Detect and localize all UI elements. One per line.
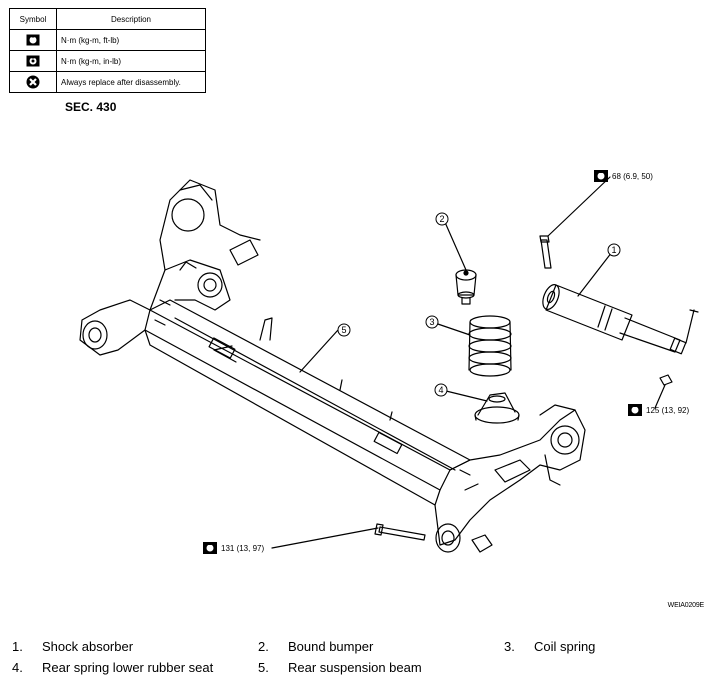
callout-1: 1 xyxy=(607,243,621,257)
part-item: 5. Rear suspension beam xyxy=(258,660,422,675)
legend-table: Symbol Description N·m (kg-m, ft-lb) N·m… xyxy=(9,8,206,93)
arm-bolt-drawing xyxy=(374,523,426,541)
figure-code: WEIA0209E xyxy=(667,602,705,609)
part-number: 1. xyxy=(12,639,23,654)
torque-label-top: 68 (6.9, 50) xyxy=(612,172,653,181)
torque-symbol-top-icon xyxy=(594,170,608,182)
part-number: 4. xyxy=(12,660,23,675)
torque-wrench-small-icon xyxy=(26,55,40,67)
callout-5: 5 xyxy=(337,323,351,337)
part-item: 1. Shock absorber xyxy=(12,639,133,654)
torque-label-right: 125 (13, 92) xyxy=(646,406,689,415)
svg-text:3: 3 xyxy=(429,317,434,327)
svg-text:4: 4 xyxy=(438,385,443,395)
part-item: 3. Coil spring xyxy=(504,639,595,654)
left-trailing-arm-drawing xyxy=(79,179,261,356)
part-name: Coil spring xyxy=(534,639,596,654)
svg-text:2: 2 xyxy=(439,214,444,224)
suspension-beam-drawing xyxy=(144,299,471,506)
legend-header-row: Symbol Description xyxy=(9,8,206,30)
lower-rubber-seat-drawing xyxy=(474,392,520,424)
part-name: Rear suspension beam xyxy=(288,660,422,675)
legend-row: Always replace after disassembly. xyxy=(9,71,206,93)
part-name: Bound bumper xyxy=(288,639,374,654)
shock-absorber-drawing xyxy=(542,284,699,355)
svg-text:1: 1 xyxy=(611,245,616,255)
section-label: SEC. 430 xyxy=(65,100,117,114)
coil-spring-drawing xyxy=(468,315,512,377)
part-number: 2. xyxy=(258,639,269,654)
torque-label-bottom: 131 (13, 97) xyxy=(221,544,264,553)
part-item: 4. Rear spring lower rubber seat xyxy=(12,660,213,675)
part-number: 3. xyxy=(504,639,515,654)
part-number: 5. xyxy=(258,660,269,675)
part-item: 2. Bound bumper xyxy=(258,639,373,654)
torque-symbol-bottom-icon xyxy=(203,542,217,554)
right-trailing-arm-drawing xyxy=(434,404,586,553)
callout-2: 2 xyxy=(435,212,449,226)
shock-upper-bolt-drawing xyxy=(539,235,552,269)
svg-text:5: 5 xyxy=(341,325,346,335)
torque-symbol-right-icon xyxy=(628,404,642,416)
bound-bumper-drawing xyxy=(455,269,477,305)
callout-4: 4 xyxy=(434,383,448,397)
torque-wrench-icon xyxy=(26,34,40,46)
part-name: Rear spring lower rubber seat xyxy=(42,660,214,675)
callout-3: 3 xyxy=(425,315,439,329)
legend-description: Always replace after disassembly. xyxy=(56,71,206,93)
shock-lower-nut-drawing xyxy=(659,374,673,386)
part-name: Shock absorber xyxy=(42,639,134,654)
replace-part-icon xyxy=(26,75,40,89)
